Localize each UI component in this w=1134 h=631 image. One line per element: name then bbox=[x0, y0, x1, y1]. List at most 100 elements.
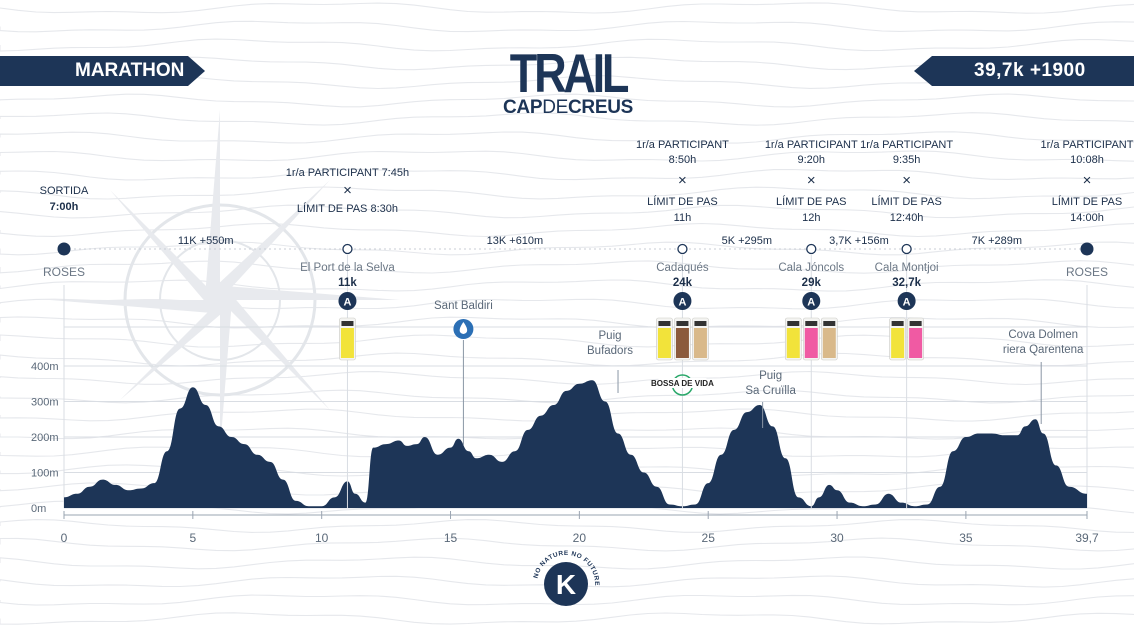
x-tick-label: 25 bbox=[702, 531, 716, 545]
supply-brand-band bbox=[805, 321, 818, 326]
background-wave-line bbox=[0, 316, 1134, 329]
checkpoint-cutoff-time: 12:40h bbox=[890, 212, 924, 224]
finish-participant-time: 10:08h bbox=[1070, 154, 1104, 166]
supply-bar-brown-icon bbox=[674, 317, 691, 361]
supply-brand-band bbox=[341, 321, 354, 326]
x-tick-label: 15 bbox=[444, 531, 458, 545]
checkpoint-cross: × bbox=[902, 172, 911, 189]
compass-point bbox=[210, 180, 330, 300]
supply-color bbox=[786, 328, 800, 358]
checkpoint-distance: 11k bbox=[338, 277, 357, 289]
background-wave-line bbox=[0, 222, 1134, 238]
finish-participant-label: 1r/a PARTICIPANT bbox=[1041, 139, 1134, 151]
supply-color bbox=[693, 328, 707, 358]
aid-station-badge bbox=[673, 292, 692, 310]
checkpoint-cutoff-label: LÍMIT DE PAS bbox=[647, 195, 718, 208]
background-wave-line bbox=[0, 334, 1134, 348]
aid-station-badge bbox=[338, 292, 357, 310]
supply-brand-band bbox=[658, 321, 671, 326]
sponsor-logo-circle bbox=[544, 562, 588, 606]
y-tick-label: 300m bbox=[31, 397, 59, 409]
background-wave-line bbox=[0, 20, 1134, 33]
supply-bar-tan-icon bbox=[692, 317, 709, 361]
supply-brand-band bbox=[787, 321, 800, 326]
checkpoint-participant-label: 1r/a PARTICIPANT bbox=[765, 139, 858, 151]
race-label: MARATHON bbox=[75, 60, 185, 81]
checkpoint-marker bbox=[901, 243, 912, 255]
finish-cutoff-time: 14:00h bbox=[1070, 212, 1104, 224]
compass-point bbox=[220, 285, 400, 300]
checkpoint-participant-time: 8:50h bbox=[669, 154, 697, 166]
logo-sub-b: DE bbox=[542, 97, 569, 118]
segment-label: 3,7K +156m bbox=[829, 235, 889, 247]
background-wave-line bbox=[0, 131, 1134, 144]
background-wave-line bbox=[0, 204, 1134, 219]
checkpoint-participant: 1r/a PARTICIPANT 7:45h bbox=[286, 167, 409, 179]
start-place: ROSES bbox=[43, 265, 85, 279]
background-wave-line bbox=[0, 279, 1134, 292]
y-tick-label: 200m bbox=[31, 432, 59, 444]
supply-brand-band bbox=[823, 321, 836, 326]
supply-color bbox=[657, 328, 671, 358]
x-tick-label: 35 bbox=[959, 531, 973, 545]
supply-brand-band bbox=[909, 321, 922, 326]
supply-color bbox=[891, 328, 905, 358]
compass-point bbox=[220, 291, 330, 410]
x-tick-label: 10 bbox=[315, 531, 329, 545]
landmark-name-2: riera Qarentena bbox=[1003, 344, 1084, 356]
logo-subtitle: CAPDECREUS bbox=[503, 98, 633, 118]
aid-station-badge bbox=[802, 292, 821, 310]
background-wave-line bbox=[0, 2, 1134, 14]
checkpoint-participant-time: 9:35h bbox=[893, 154, 921, 166]
checkpoint-cross: × bbox=[343, 182, 352, 199]
supply-brand-band bbox=[694, 321, 707, 326]
finish-cutoff-label: LÍMIT DE PAS bbox=[1052, 195, 1123, 208]
landmark-name-2: Bufadors bbox=[587, 345, 633, 357]
background-wave-line bbox=[0, 168, 1134, 181]
checkpoint-marker bbox=[806, 243, 817, 255]
aid-station-letter: A bbox=[678, 297, 686, 309]
background-wave-line bbox=[0, 93, 1134, 108]
logo-title: TRAIL bbox=[509, 42, 630, 104]
supply-gel-yellow-icon bbox=[889, 317, 906, 361]
background-wave-line bbox=[0, 241, 1134, 256]
x-tick-label: 5 bbox=[189, 531, 196, 545]
start-time: 7:00h bbox=[50, 201, 79, 213]
aid-station-letter: A bbox=[343, 297, 351, 309]
landmark-name-1: Cova Dolmen bbox=[1008, 329, 1078, 341]
sponsor-logo-letter: K bbox=[556, 569, 576, 600]
aid-station-badge bbox=[897, 292, 916, 310]
compass-point bbox=[204, 110, 220, 300]
checkpoint-place: El Port de la Selva bbox=[300, 262, 395, 274]
checkpoint-marker bbox=[342, 243, 353, 255]
race-label-banner: MARATHON bbox=[0, 56, 205, 86]
supply-brand-band bbox=[891, 321, 904, 326]
background-wave-line bbox=[0, 537, 1134, 552]
supply-bar-tan-icon bbox=[820, 317, 838, 361]
background-wave-line bbox=[0, 112, 1134, 126]
life-bag-label-bg bbox=[658, 378, 707, 388]
x-tick-label: 39,7 bbox=[1075, 531, 1099, 545]
landmark-name-2: Sa Cruïlla bbox=[745, 385, 796, 397]
checkpoint-participant-label: 1r/a PARTICIPANT bbox=[636, 139, 729, 151]
supply-gel-pink-icon bbox=[907, 317, 924, 361]
background-wave-line bbox=[0, 612, 1134, 625]
supply-brand-band bbox=[676, 321, 689, 326]
segment-label: 13K +610m bbox=[487, 235, 544, 247]
checkpoint-cutoff-time: 11h bbox=[674, 212, 692, 224]
checkpoint-distance: 24k bbox=[673, 277, 693, 289]
checkpoint-participant-time: 9:20h bbox=[798, 154, 826, 166]
supply-gel-yellow-icon bbox=[656, 317, 673, 361]
checkpoint-cutoff-label: LÍMIT DE PAS bbox=[871, 195, 942, 208]
x-tick-label: 20 bbox=[573, 531, 587, 545]
segment-label: 7K +289m bbox=[972, 235, 1022, 247]
logo-sub-a: CAP bbox=[503, 97, 543, 118]
distance-elevation: 39,7k +1900 bbox=[974, 60, 1086, 81]
supply-gel-yellow-icon bbox=[784, 317, 802, 361]
background-wave-line bbox=[0, 519, 1134, 533]
background-wave-line bbox=[0, 150, 1134, 162]
y-tick-label: 400m bbox=[31, 361, 59, 373]
landmark-name-1: Puig bbox=[599, 330, 622, 342]
life-bag-label: BOSSA DE VIDA bbox=[651, 379, 714, 388]
